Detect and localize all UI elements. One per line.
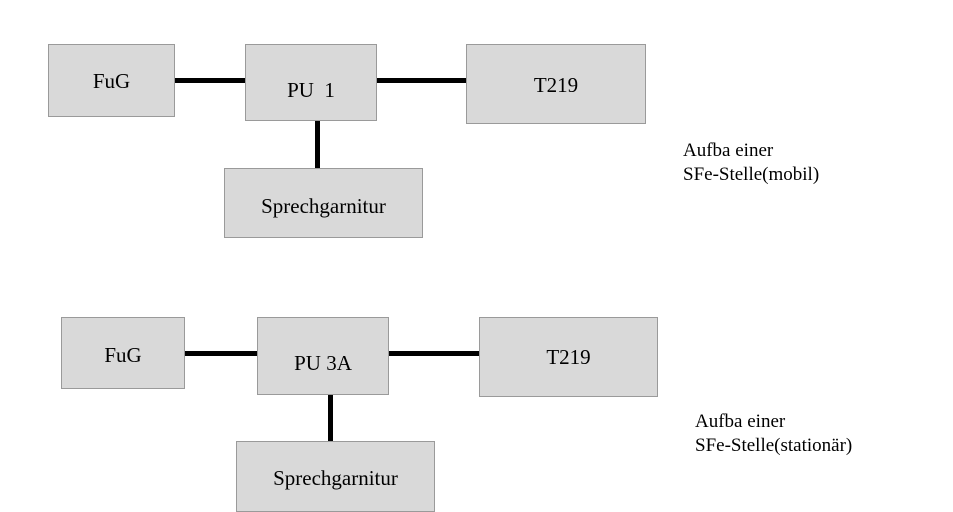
connector-fug-pu1 (174, 78, 246, 83)
pu1-label: PU 1 (287, 78, 335, 102)
caption-line2: SFe-Stelle(mobil) (683, 164, 820, 185)
t219-label: T219 (533, 73, 579, 97)
sprechgarnitur-box: Sprechgarnitur (236, 441, 435, 512)
caption-mobil: Aufba einer SFe-Stelle(mobil) (683, 139, 819, 187)
caption-line1: Aufba einer (695, 411, 786, 432)
pu3a-box: PU 3A (257, 317, 389, 395)
sprechgarnitur-label: Sprechgarnitur (261, 194, 386, 218)
pu3a-label: PU 3A (294, 351, 352, 375)
connector-pu1-sprechgarnitur (315, 120, 320, 170)
t219-box: T219 (479, 317, 658, 397)
connector-pu3a-t219 (388, 351, 480, 356)
caption-line2: SFe-Stelle(stationär) (695, 435, 853, 456)
caption-line1: Aufba einer (683, 140, 774, 161)
fug-box: FuG (48, 44, 175, 117)
fug-box: FuG (61, 317, 185, 389)
connector-pu1-t219 (376, 78, 467, 83)
sprechgarnitur-label: Sprechgarnitur (273, 466, 398, 490)
t219-label: T219 (546, 345, 591, 369)
t219-box: T219 (466, 44, 646, 124)
connector-fug-pu3a (184, 351, 258, 356)
caption-stationaer: Aufba einer SFe-Stelle(stationär) (695, 410, 852, 458)
pu1-box: PU 1 (245, 44, 377, 121)
fug-label: FuG (104, 343, 142, 367)
sprechgarnitur-box: Sprechgarnitur (224, 168, 423, 238)
connector-pu3a-sprechgarnitur (328, 394, 333, 442)
fug-label: FuG (92, 69, 131, 93)
